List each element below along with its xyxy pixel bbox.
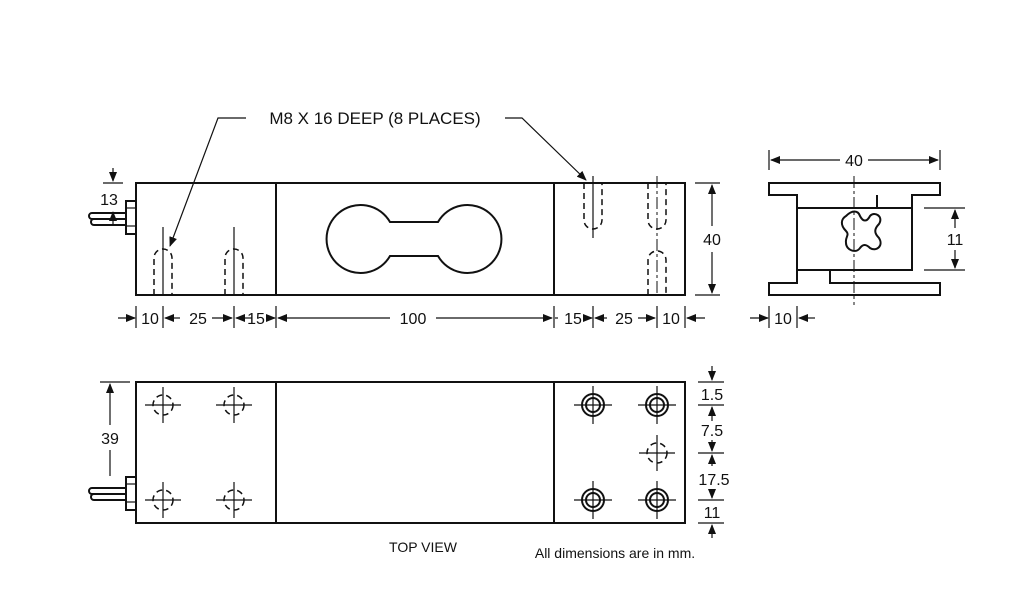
length-dimensions: 10 25 15 100 15 25 10 [118, 306, 705, 328]
callout-leader-left [169, 117, 246, 247]
dim-11: 11 [704, 505, 721, 522]
dim-25-left: 25 [189, 311, 207, 328]
end-gap-dim: 11 [947, 232, 964, 249]
cable-connector [88, 200, 137, 235]
tapped-holes-side [153, 176, 667, 295]
units-note: All dimensions are in mm. [535, 545, 695, 561]
connector-dim: 13 [100, 192, 118, 209]
tapped-holes-top [574, 386, 676, 519]
end-view: 40 11 10 [750, 150, 965, 328]
cross-cutout [840, 210, 882, 252]
hidden-holes [145, 387, 675, 518]
dim-15-right: 15 [564, 311, 582, 328]
side-view: 13 40 [88, 168, 721, 296]
dim-25-right: 25 [615, 311, 633, 328]
callout-text: M8 X 16 DEEP (8 PLACES) [269, 109, 480, 128]
dim-100: 100 [400, 311, 427, 328]
dim-10-right: 10 [662, 311, 680, 328]
height-dim: 40 [703, 232, 721, 249]
dim-15-left: 15 [247, 311, 265, 328]
dim-10-left: 10 [141, 311, 159, 328]
cable-connector-top [88, 476, 137, 511]
top-view-label: TOP VIEW [389, 539, 458, 555]
end-offset-dim: 10 [774, 311, 792, 328]
end-width-dim: 40 [845, 153, 863, 170]
dim-17-5: 17.5 [698, 472, 729, 489]
top-width-dim: 39 [101, 431, 119, 448]
callout-leader-right [505, 117, 587, 181]
dogbone-cutout [325, 204, 503, 274]
dim-7-5: 7.5 [701, 423, 723, 440]
top-view: 39 1.5 7.5 17.5 11 [88, 366, 730, 538]
dim-1-5: 1.5 [701, 387, 723, 404]
